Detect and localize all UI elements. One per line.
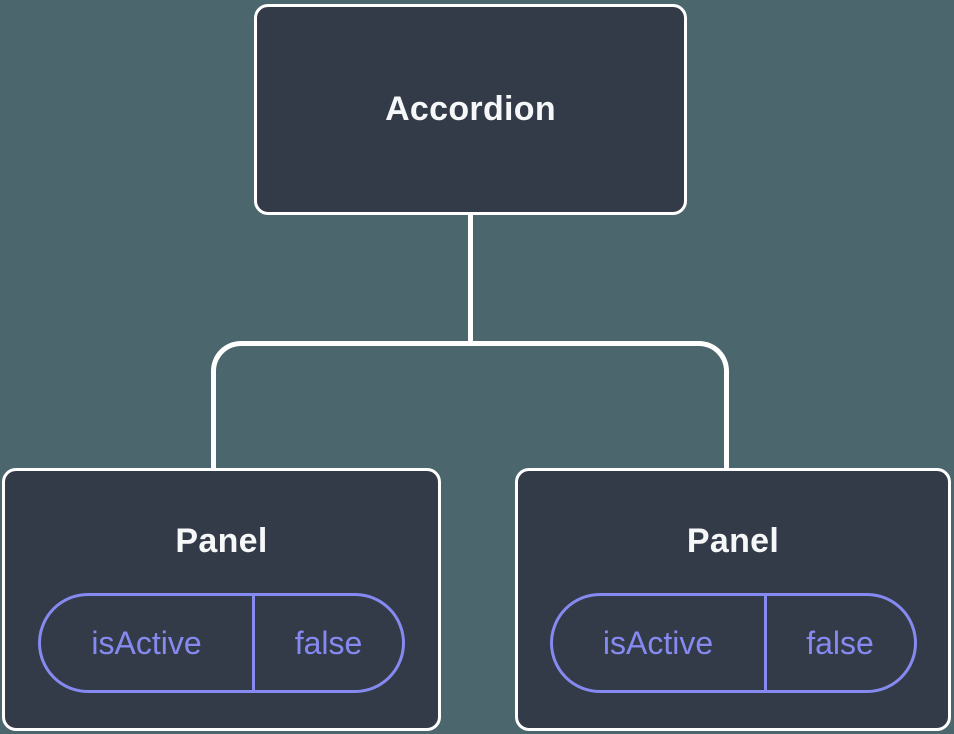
accordion-node: Accordion: [254, 4, 687, 215]
prop-value: false: [294, 624, 363, 661]
panel-node-right: Panel isActive false: [515, 468, 951, 731]
panel-node-label: Panel: [175, 522, 268, 560]
connector-bracket: [211, 341, 729, 469]
prop-name: isActive: [553, 596, 767, 690]
prop-name: isActive: [41, 596, 255, 690]
connector-stem: [468, 213, 473, 345]
accordion-node-label: Accordion: [385, 90, 556, 128]
panel-node-label: Panel: [686, 522, 780, 560]
panel-node-left: Panel isActive false: [2, 468, 441, 731]
prop-pill: isActive false: [549, 593, 917, 693]
prop-value: false: [806, 624, 874, 661]
prop-pill: isActive false: [38, 593, 405, 693]
